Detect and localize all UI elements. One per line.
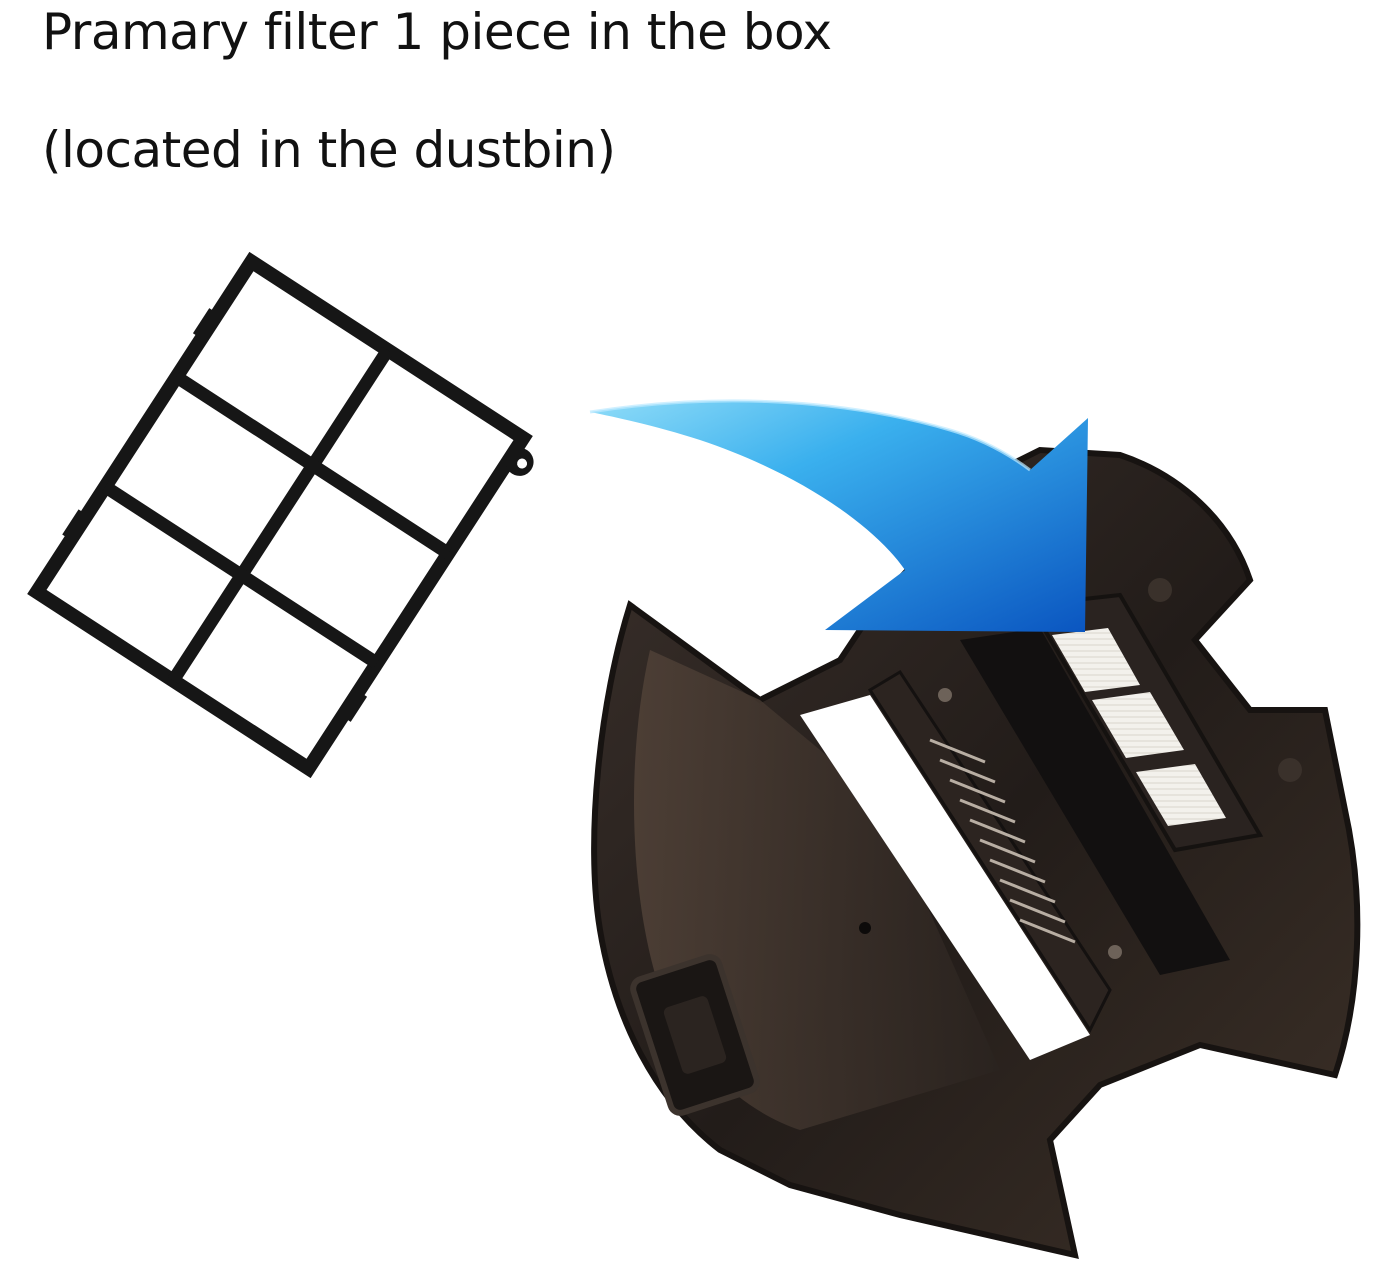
- caption-line-1: Pramary filter 1 piece in the box: [42, 3, 832, 61]
- caption-line-2: (located in the dustbin): [42, 121, 616, 179]
- filter-frame-icon: [27, 251, 534, 779]
- dustbin-icon: [591, 446, 1361, 1259]
- curved-arrow-icon: [589, 399, 1088, 632]
